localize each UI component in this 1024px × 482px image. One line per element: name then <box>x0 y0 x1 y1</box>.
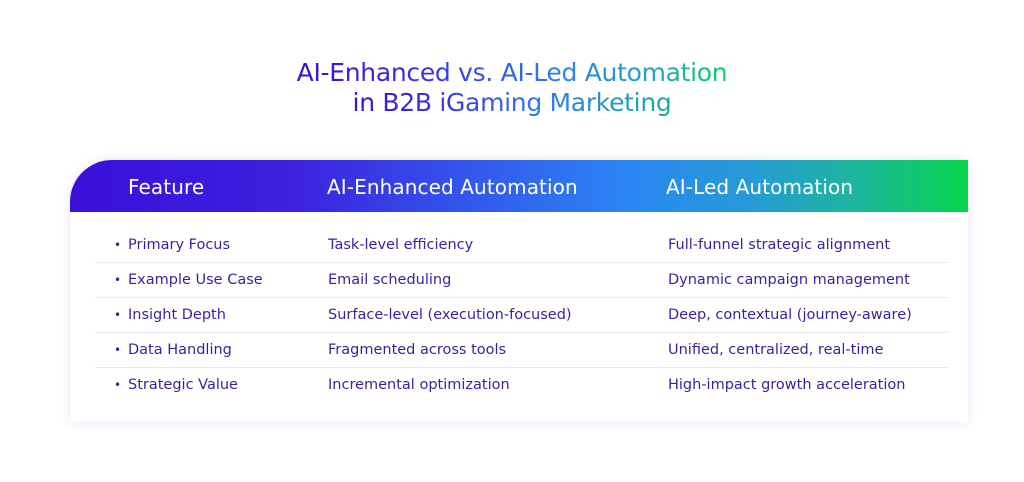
row-divider <box>95 367 948 368</box>
header-ai-led: AI-Led Automation <box>666 175 854 199</box>
bullet-icon: • <box>114 343 122 357</box>
table-row: • Strategic Value Incremental optimizati… <box>95 368 948 403</box>
table-header: Feature AI-Enhanced Automation AI-Led Au… <box>70 160 968 212</box>
table-row: • Data Handling Fragmented across tools … <box>95 333 948 368</box>
ai-led-cell: Full-funnel strategic alignment <box>668 237 891 253</box>
row-divider <box>95 332 948 333</box>
feature-cell: Data Handling <box>128 342 232 358</box>
feature-cell: Strategic Value <box>128 377 238 393</box>
bullet-icon: • <box>114 238 122 252</box>
row-divider <box>95 297 948 298</box>
ai-enhanced-cell: Fragmented across tools <box>328 342 507 358</box>
bullet-icon: • <box>114 308 122 322</box>
header-ai-enhanced: AI-Enhanced Automation <box>327 175 578 199</box>
ai-led-cell: High-impact growth acceleration <box>668 377 906 393</box>
page-title: AI-Enhanced vs. AI-Led Automation in B2B… <box>0 58 1024 118</box>
feature-cell: Insight Depth <box>128 307 226 323</box>
ai-enhanced-cell: Incremental optimization <box>328 377 510 393</box>
ai-enhanced-cell: Surface-level (execution-focused) <box>328 307 572 323</box>
ai-led-cell: Unified, centralized, real-time <box>668 342 884 358</box>
table-row: • Primary Focus Task-level efficiency Fu… <box>95 228 948 263</box>
header-feature: Feature <box>128 175 205 199</box>
row-divider <box>95 262 948 263</box>
feature-cell: Example Use Case <box>128 272 263 288</box>
comparison-table: Feature AI-Enhanced Automation AI-Led Au… <box>70 160 968 422</box>
bullet-icon: • <box>114 378 122 392</box>
title-line-1: AI-Enhanced vs. AI-Led Automation <box>296 58 728 87</box>
title-line-2: in B2B iGaming Marketing <box>352 88 672 117</box>
ai-led-cell: Dynamic campaign management <box>668 272 910 288</box>
ai-enhanced-cell: Task-level efficiency <box>328 237 474 253</box>
feature-cell: Primary Focus <box>128 237 231 253</box>
table-row: • Insight Depth Surface-level (execution… <box>95 298 948 333</box>
ai-enhanced-cell: Email scheduling <box>328 272 452 288</box>
bullet-icon: • <box>114 273 122 287</box>
ai-led-cell: Deep, contextual (journey-aware) <box>668 307 912 323</box>
table-row: • Example Use Case Email scheduling Dyna… <box>95 263 948 298</box>
